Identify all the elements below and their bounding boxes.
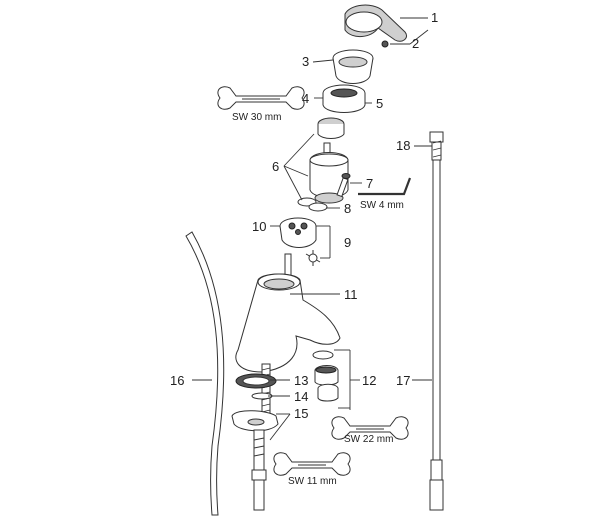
leader-lines bbox=[192, 17, 432, 441]
callout-11: 11 bbox=[344, 287, 358, 302]
fixing-plate-part bbox=[231, 410, 279, 432]
spout-body-part bbox=[235, 253, 341, 373]
supply-hose-part bbox=[185, 231, 225, 516]
callout-8: 8 bbox=[344, 201, 351, 216]
aerator-part bbox=[312, 350, 339, 402]
callout-13: 13 bbox=[294, 373, 308, 388]
wrench-label-sw4: SW 4 mm bbox=[360, 200, 404, 211]
callout-10: 10 bbox=[252, 219, 266, 234]
wrench-label-sw22: SW 22 mm bbox=[344, 434, 393, 445]
wrench-sw22 bbox=[331, 416, 409, 440]
callout-14: 14 bbox=[294, 389, 308, 404]
seal-plate-part bbox=[279, 217, 317, 248]
wrench-sw30 bbox=[217, 86, 305, 110]
wrench-label-sw30: SW 30 mm bbox=[232, 112, 281, 123]
connection-hose-part bbox=[429, 131, 444, 511]
callout-2: 2 bbox=[412, 36, 419, 51]
callout-16: 16 bbox=[170, 373, 184, 388]
callout-1: 1 bbox=[431, 10, 438, 25]
set-screw-part bbox=[381, 40, 389, 48]
cartridge-part bbox=[309, 117, 349, 204]
base-gasket-part bbox=[235, 373, 277, 389]
mounting-bolt-part bbox=[251, 429, 267, 511]
fixing-screw-part bbox=[336, 173, 351, 198]
wrench-label-sw11: SW 11 mm bbox=[288, 476, 337, 487]
callout-12: 12 bbox=[362, 373, 376, 388]
callout-7: 7 bbox=[366, 176, 373, 191]
callout-5: 5 bbox=[376, 96, 383, 111]
hex-key-part bbox=[358, 177, 412, 196]
callout-17: 17 bbox=[396, 373, 410, 388]
locking-nut-part bbox=[322, 84, 366, 113]
o-rings-part bbox=[297, 197, 328, 212]
valve-insert-part bbox=[305, 250, 321, 266]
callout-6: 6 bbox=[272, 159, 279, 174]
callout-9: 9 bbox=[344, 235, 351, 250]
callout-3: 3 bbox=[302, 54, 309, 69]
callout-18: 18 bbox=[396, 138, 410, 153]
callout-15: 15 bbox=[294, 406, 308, 421]
wrench-sw11 bbox=[273, 452, 351, 476]
callout-4: 4 bbox=[302, 91, 309, 106]
cover-cap-part bbox=[332, 49, 374, 84]
lever-handle-part bbox=[344, 4, 408, 42]
